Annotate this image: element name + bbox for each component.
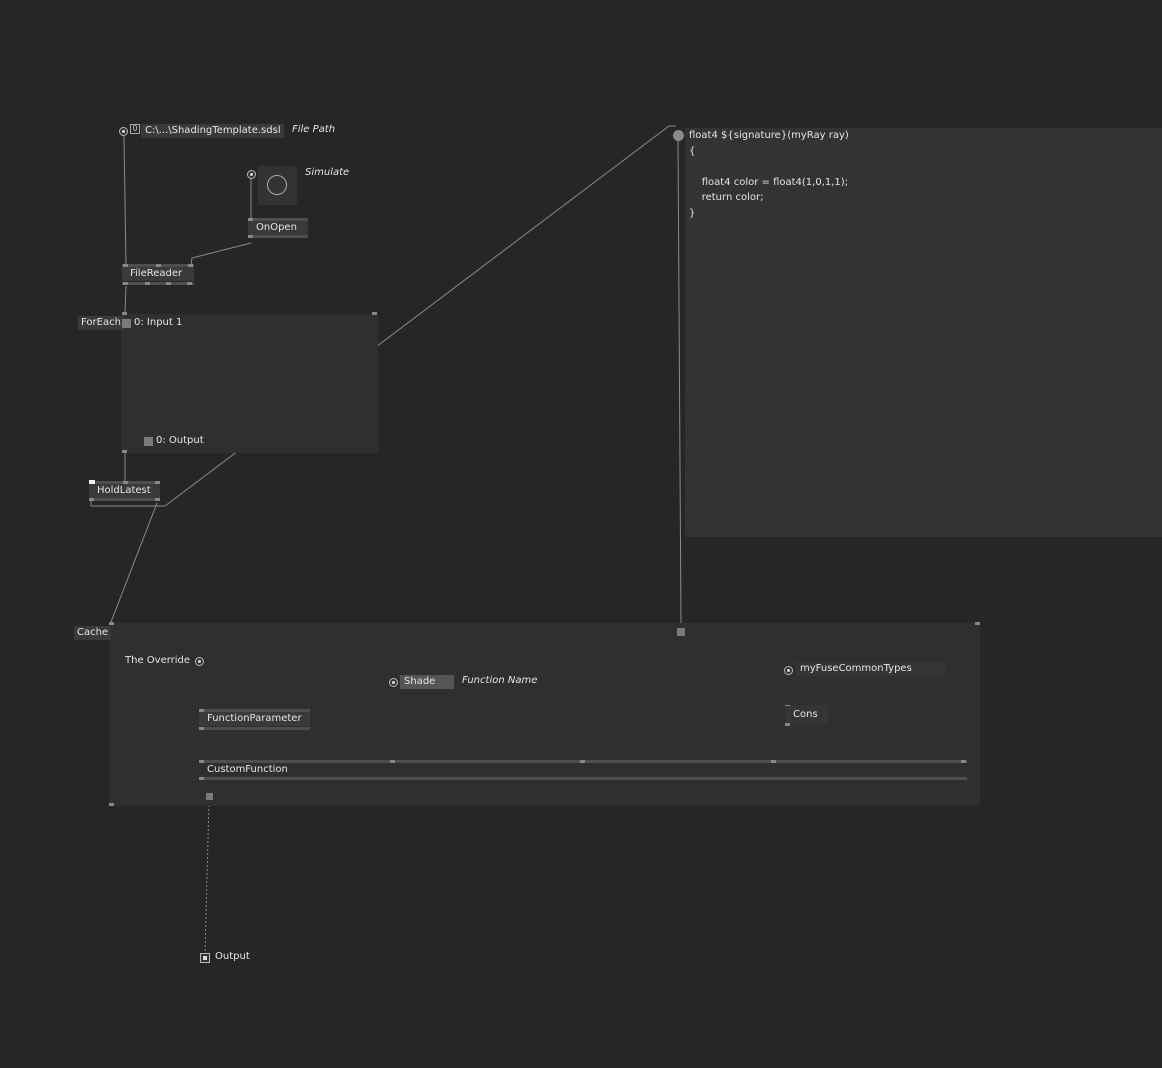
cons-node[interactable]: Cons	[785, 706, 828, 724]
onopen-input-pin[interactable]	[248, 218, 253, 221]
function-name-label: Function Name	[462, 675, 538, 686]
wire-holdlatest-cache	[110, 502, 158, 623]
customfunction-input-pin-3[interactable]	[580, 760, 585, 763]
foreach-output-label: 0: Output	[156, 435, 204, 446]
filepath-label: File Path	[292, 124, 336, 135]
filereader-node[interactable]: FileReader	[122, 267, 194, 281]
shade-io-pin[interactable]	[389, 678, 398, 687]
code-text: float4 ${signature}(myRay ray) { float4 c…	[689, 128, 849, 221]
simulate-bang-button[interactable]	[258, 166, 297, 205]
bang-circle-icon	[267, 175, 287, 195]
output-label: Output	[215, 951, 250, 962]
foreach-output-pin[interactable]	[122, 450, 127, 453]
cache-title[interactable]: Cache	[74, 626, 112, 640]
customfunction-output-pin[interactable]	[199, 777, 204, 780]
wire-code-cache	[677, 139, 682, 629]
customfunction-input-pin-4[interactable]	[771, 760, 776, 763]
code-line: float4 ${signature}(myRay ray)	[689, 130, 849, 141]
filereader-input-pin-2[interactable]	[156, 264, 161, 267]
filereader-output-pin-3[interactable]	[166, 282, 171, 285]
code-line: float4 color = float4(1,0,1,1);	[689, 176, 849, 188]
holdlatest-node[interactable]: HoldLatest	[89, 484, 160, 498]
cache-input-pin-1[interactable]	[109, 622, 114, 625]
functionparameter-input-bar	[199, 709, 310, 712]
foreach-input-splicer[interactable]	[122, 319, 131, 328]
simulate-io-pin[interactable]	[247, 170, 256, 179]
simulate-label: Simulate	[305, 167, 350, 178]
code-line: {	[689, 145, 696, 157]
filereader-output-bar	[122, 282, 194, 285]
cache-input-splicer[interactable]	[677, 628, 685, 636]
fusetypes-value[interactable]: myFuseCommonTypes	[796, 662, 945, 676]
code-editor-pin[interactable]	[673, 130, 684, 141]
holdlatest-output-pin-1[interactable]	[89, 498, 94, 501]
code-line: return color;	[689, 192, 764, 203]
filereader-output-pin-1[interactable]	[123, 282, 128, 285]
foreach-input-pin[interactable]	[122, 312, 127, 315]
functionparameter-output-bar	[199, 727, 310, 730]
code-editor[interactable]	[685, 128, 1162, 537]
foreach-region	[121, 314, 378, 453]
onopen-output-pin[interactable]	[248, 235, 253, 238]
functionparameter-node[interactable]: FunctionParameter	[199, 712, 310, 726]
shade-value[interactable]: Shade	[400, 675, 454, 689]
holdlatest-output-bar	[89, 498, 160, 501]
foreach-input-label: 0: Input 1	[134, 317, 183, 328]
customfunction-input-pin-2[interactable]	[390, 760, 395, 763]
output-pin[interactable]	[200, 953, 210, 963]
wire-filereader-foreach	[124, 285, 127, 314]
override-label: The Override	[125, 655, 191, 666]
fusetypes-io-pin[interactable]	[784, 666, 793, 675]
customfunction-input-pin-1[interactable]	[199, 760, 204, 763]
functionparameter-input-pin[interactable]	[199, 709, 204, 712]
override-io-pin[interactable]	[195, 657, 204, 666]
foreach-corner-pin[interactable]	[372, 312, 377, 315]
onopen-output-bar	[248, 235, 308, 238]
customfunction-input-pin-5[interactable]	[961, 760, 966, 763]
holdlatest-input-pin-3[interactable]	[155, 481, 160, 484]
onopen-node[interactable]: OnOpen	[248, 221, 308, 235]
foreach-output-splicer[interactable]	[144, 437, 153, 446]
foreach-title[interactable]: ForEach	[78, 316, 124, 330]
customfunction-node[interactable]: CustomFunction	[199, 763, 967, 777]
cache-corner-pin[interactable]	[975, 622, 980, 625]
filepath-index-badge: 0	[130, 124, 140, 134]
filereader-input-pin-3[interactable]	[188, 264, 193, 267]
output-pin-dot-icon	[203, 956, 207, 960]
cons-output-pin[interactable]	[785, 723, 790, 726]
cache-output-pin[interactable]	[109, 803, 114, 806]
cache-output-splicer[interactable]	[206, 793, 213, 800]
filereader-output-pin-2[interactable]	[145, 282, 150, 285]
onopen-input-bar	[248, 218, 308, 221]
filereader-output-pin-4[interactable]	[187, 282, 192, 285]
filepath-value[interactable]: C:\...\ShadingTemplate.sdsl	[141, 124, 284, 138]
wire-onopen-filereader	[190, 242, 252, 266]
code-line	[689, 159, 849, 175]
wire-to-output	[204, 800, 210, 955]
customfunction-output-bar	[199, 777, 967, 780]
holdlatest-input-pin-1[interactable]	[89, 480, 95, 484]
holdlatest-input-pin-2[interactable]	[123, 481, 128, 484]
code-line: }	[689, 207, 696, 219]
holdlatest-output-pin-2[interactable]	[155, 498, 160, 501]
filepath-io-pin[interactable]	[119, 127, 128, 136]
filereader-input-pin-1[interactable]	[123, 264, 128, 267]
wire-filepath-filereader	[123, 135, 127, 266]
functionparameter-output-pin[interactable]	[199, 727, 204, 730]
